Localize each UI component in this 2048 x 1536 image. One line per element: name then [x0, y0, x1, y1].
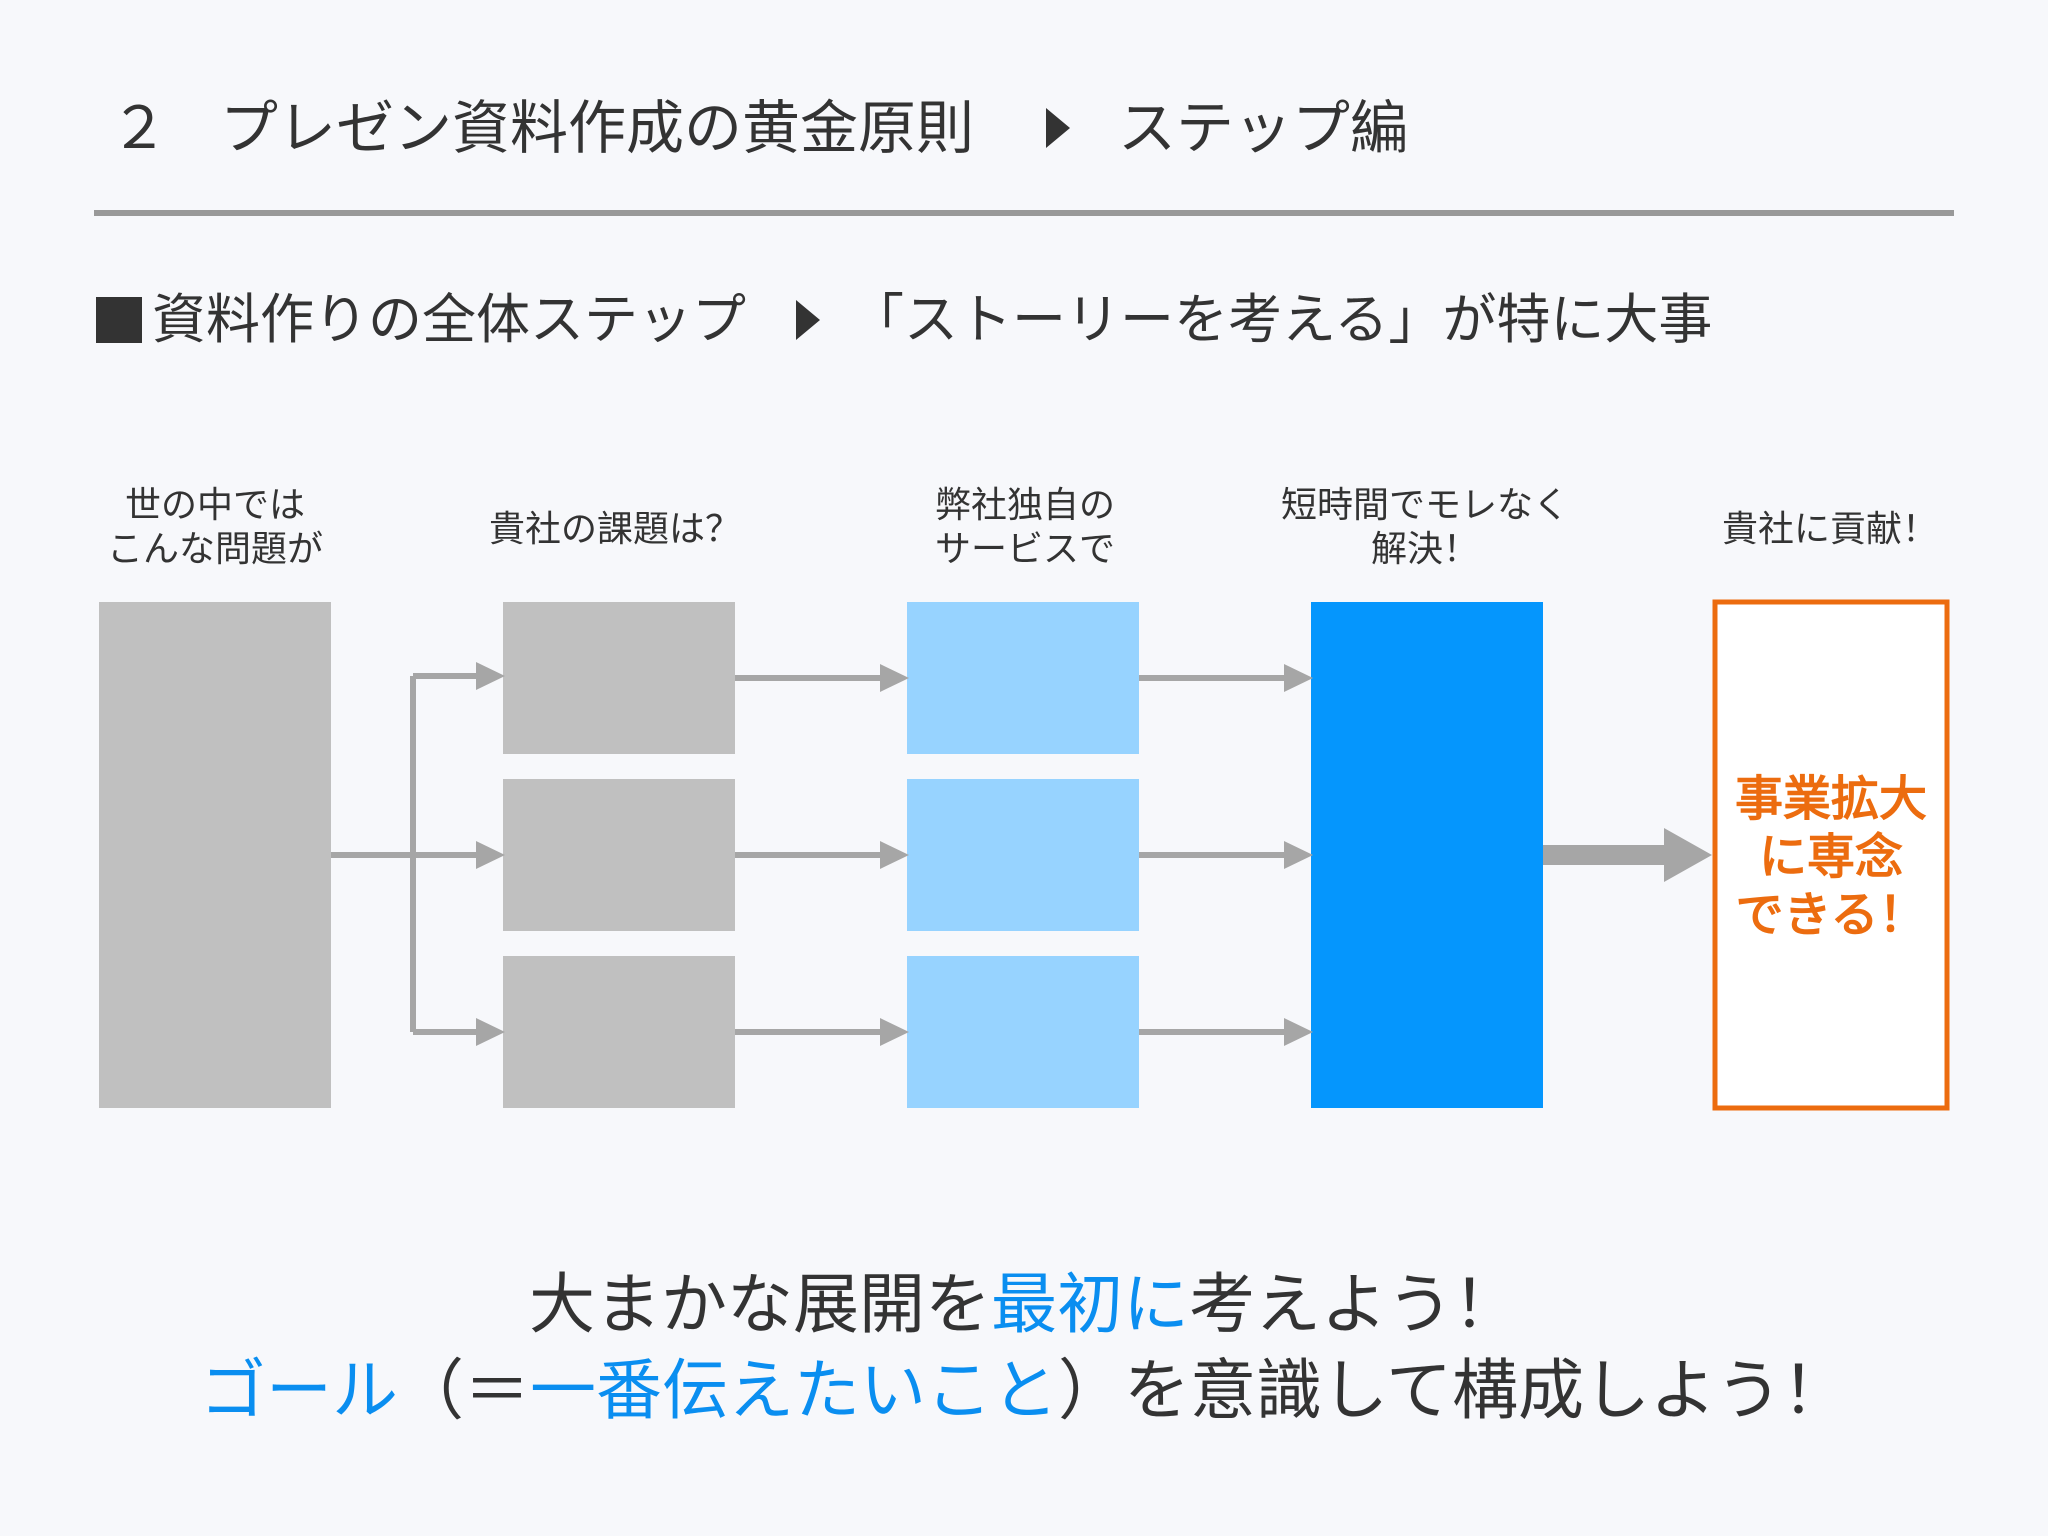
- footer-text: 大まかな展開を: [529, 1266, 991, 1343]
- footer-highlight: 最初に: [991, 1266, 1189, 1343]
- header-divider: [94, 210, 1954, 216]
- step-label-solve: 短時間でモレなく 解決！: [1280, 485, 1569, 570]
- service-box-3: [907, 956, 1139, 1108]
- subtitle: 資料作りの全体ステップ 「ストーリーを考える」が特に大事: [96, 284, 1712, 356]
- service-box-1: [907, 602, 1139, 754]
- footer-text: 考えよう！: [1189, 1266, 1519, 1343]
- footer-line-2: ゴール（＝一番伝えたいこと）を意識して構成しよう！: [0, 1348, 2048, 1434]
- header-title: プレゼン資料作成の黄金原則: [220, 94, 975, 162]
- square-bullet-icon: [96, 297, 142, 343]
- arrow-to-goal-shaft: [1543, 845, 1668, 865]
- footer-text: （＝: [397, 1352, 530, 1429]
- step-label-contribute: 貴社に貢献！: [1721, 509, 1938, 550]
- footer-highlight: ゴール: [199, 1352, 398, 1429]
- issue-box-1: [503, 602, 735, 754]
- arrowhead: [1284, 664, 1313, 692]
- branch-connector: [331, 676, 416, 1032]
- arrowhead: [476, 662, 505, 690]
- play-arrow-icon: [796, 300, 820, 340]
- header-section: ステップ編: [1118, 94, 1409, 162]
- subtitle-lead: 資料作りの全体ステップ: [152, 288, 746, 351]
- arrowhead: [880, 1018, 909, 1046]
- arrowhead: [880, 841, 909, 869]
- issue-box-3: [503, 956, 735, 1108]
- footer-message: 大まかな展開を最初に考えよう！ ゴール（＝一番伝えたいこと）を意識して構成しよう…: [0, 1262, 2048, 1434]
- arrow-to-goal-head: [1664, 828, 1712, 882]
- arrowhead: [1284, 1018, 1313, 1046]
- arrowhead: [476, 841, 505, 869]
- page-header: ２ プレゼン資料作成の黄金原則 ステップ編: [110, 88, 1408, 168]
- section-number: ２: [110, 94, 169, 162]
- solution-box: [1311, 602, 1543, 1108]
- service-box-2: [907, 779, 1139, 931]
- footer-highlight: 一番伝えたいこと: [529, 1352, 1058, 1429]
- step-label-problem: 世の中では こんな問題が: [106, 485, 323, 570]
- arrowhead: [1284, 841, 1313, 869]
- issue-box-2: [503, 779, 735, 931]
- play-arrow-icon: [1046, 108, 1071, 148]
- goal-box: [1712, 599, 1950, 1111]
- arrowhead: [880, 664, 909, 692]
- goal-text: 事業拡大 に専念 できる！: [1734, 771, 1927, 943]
- footer-text: ）を意識して構成しよう！: [1057, 1352, 1849, 1429]
- subtitle-point: 「ストーリーを考える」が特に大事: [850, 288, 1713, 351]
- step-label-issue: 貴社の課題は？: [488, 509, 741, 550]
- footer-line-1: 大まかな展開を最初に考えよう！: [0, 1262, 2048, 1348]
- step-label-service: 弊社独自の サービスで: [934, 485, 1115, 570]
- arrowhead: [476, 1018, 505, 1046]
- problem-box: [99, 602, 331, 1108]
